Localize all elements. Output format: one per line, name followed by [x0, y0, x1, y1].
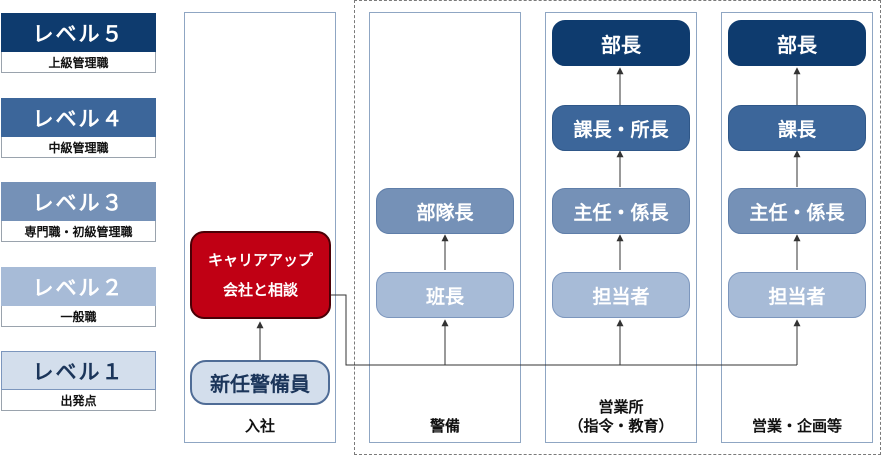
- node-office-director: 部長: [552, 20, 690, 66]
- node-planning-staff: 担当者: [728, 272, 866, 318]
- node-new-guard: 新任警備員: [190, 360, 330, 405]
- node-planning-director: 部長: [728, 20, 866, 66]
- level-4-title: レベル４: [1, 98, 156, 137]
- level-5-title: レベル５: [1, 13, 156, 52]
- career-paths-group: [354, 0, 881, 455]
- node-team-leader: 班長: [376, 272, 514, 318]
- level-3-title: レベル３: [1, 182, 156, 221]
- level-4-desc: 中級管理職: [1, 137, 156, 158]
- level-1-desc: 出発点: [1, 390, 156, 411]
- column-sales-planning-label: 営業・企画等: [751, 417, 842, 435]
- career-up-line1: キャリアアップ: [207, 251, 313, 269]
- node-planning-chief: 主任・係長: [728, 188, 866, 234]
- column-sales-office-label: 営業所 （指令・教育）: [546, 398, 696, 436]
- level-2: レベル２ 一般職: [1, 267, 156, 327]
- level-4: レベル４ 中級管理職: [1, 98, 156, 158]
- career-up-box: キャリアアップ 会社と相談: [190, 231, 331, 319]
- level-2-desc: 一般職: [1, 306, 156, 327]
- level-5-desc: 上級管理職: [1, 52, 156, 73]
- level-1: レベル１ 出発点: [1, 351, 156, 411]
- node-office-section-chief: 課長・所長: [552, 105, 690, 151]
- career-up-line2: 会社と相談: [222, 281, 298, 299]
- column-security-label: 警備: [429, 417, 460, 435]
- column-sales-office-label-line2: （指令・教育）: [568, 417, 674, 435]
- node-squad-leader: 部隊長: [376, 188, 514, 234]
- column-sales-office-label-line1: 営業所: [598, 398, 644, 416]
- column-entry-label: 入社: [244, 417, 275, 435]
- level-1-title: レベル１: [1, 351, 156, 390]
- level-2-title: レベル２: [1, 267, 156, 306]
- node-planning-section-chief: 課長: [728, 105, 866, 151]
- level-3-desc: 専門職・初級管理職: [1, 221, 156, 242]
- level-3: レベル３ 専門職・初級管理職: [1, 182, 156, 242]
- node-office-staff: 担当者: [552, 272, 690, 318]
- level-5: レベル５ 上級管理職: [1, 13, 156, 73]
- node-office-chief: 主任・係長: [552, 188, 690, 234]
